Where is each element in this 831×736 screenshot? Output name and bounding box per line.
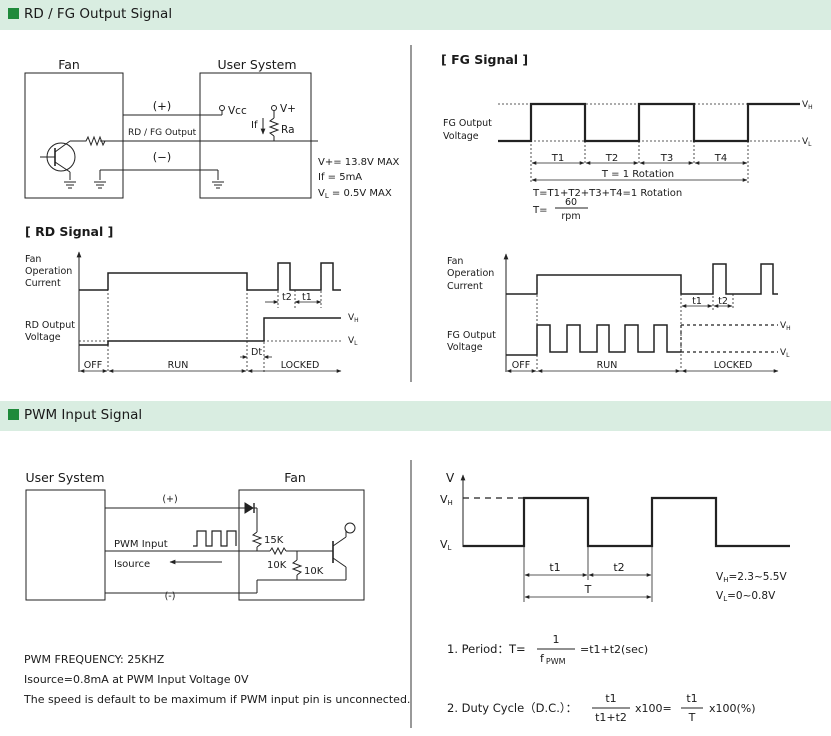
duty-mid: x100= <box>635 702 672 715</box>
fg-timing-locked: LOCKED <box>714 360 753 371</box>
pwm-fan-box <box>238 489 365 601</box>
rd-voltage-label: RD Output Voltage <box>25 320 78 343</box>
rd-current-label: Fan Operation Current <box>25 254 75 289</box>
section-title-rd-fg: RD / FG Output Signal <box>24 6 173 22</box>
fan-box <box>24 72 124 199</box>
fg-waveform <box>498 102 800 209</box>
fg-equation-1: T=T1+T2+T3+T4=1 Rotation <box>532 188 682 199</box>
pwm-vh-label: VH <box>440 493 453 507</box>
pwm-v-axis-label: V <box>446 471 455 485</box>
fg-vh-label: VH <box>802 100 813 111</box>
pwm-vl-label: VL <box>440 538 452 552</box>
pwm-plus-label: (+) <box>162 494 177 505</box>
rdfg-minus-label: (−) <box>153 150 172 164</box>
spec-vl: VL = 0.5V MAX <box>318 188 392 200</box>
fg-period-t4: T4 <box>714 153 727 164</box>
fg-timing-waveforms <box>503 253 779 373</box>
fg-timing-t2: t2 <box>718 296 728 307</box>
rd-vh-label: VH <box>348 313 359 324</box>
pwm-t2-label: t2 <box>613 561 624 574</box>
rd-run-label: RUN <box>168 360 189 371</box>
duty-numerator-2: t1 <box>686 692 697 705</box>
pwm-vh-range: VH=2.3~5.5V <box>716 571 787 584</box>
duty-denominator-2: T <box>688 711 696 724</box>
pwm-T-label: T <box>584 583 592 596</box>
fg-vl-label: VL <box>802 137 812 148</box>
rd-t2-label: t2 <box>282 292 292 303</box>
pwm-fan-label: Fan <box>284 470 306 485</box>
pwm-circuit <box>25 489 365 601</box>
rdfg-plus-label: (+) <box>153 99 172 113</box>
fg-signal-title: [ FG Signal ] <box>441 52 528 67</box>
duty-rhs: x100(%) <box>709 702 756 715</box>
section-marker-icon <box>8 8 19 19</box>
fg-period-t3: T3 <box>660 153 673 164</box>
if-label: If <box>251 120 258 131</box>
rdfg-user-system-label: User System <box>217 57 296 72</box>
rd-signal-title: [ RD Signal ] <box>25 224 113 239</box>
pwm-user-system-label: User System <box>25 470 104 485</box>
period-numerator: 1 <box>553 633 560 646</box>
fg-period-t2: T2 <box>605 153 618 164</box>
ra-label: Ra <box>281 124 295 136</box>
pwm-t1-label: t1 <box>549 561 560 574</box>
period-rhs: =t1+t2(sec) <box>580 643 648 656</box>
fg-rotation-label: T = 1 Rotation <box>601 169 674 180</box>
fg-timing-voltage-label: FG Output Voltage <box>447 330 499 353</box>
fg-period-t1: T1 <box>551 153 564 164</box>
fg-current-label: Fan Operation Current <box>447 256 497 292</box>
pwm-vl-range: VL=0~0.8V <box>716 590 776 603</box>
rd-fg-output-line-label: RD / FG Output <box>128 128 197 138</box>
pwm-minus-label: (-) <box>165 591 176 602</box>
section-header-pwm: PWM Input Signal <box>0 401 831 431</box>
rd-locked-label: LOCKED <box>281 360 320 371</box>
fg-equation-2-den: rpm <box>561 211 580 222</box>
fg-timing-vh: VH <box>780 321 791 332</box>
fg-equation-2-num: 60 <box>565 197 577 208</box>
formula-fraction-bars <box>537 648 703 709</box>
resistor-10k-b-label: 10K <box>304 566 324 577</box>
pwm-user-system-box <box>25 489 106 601</box>
fg-timing-vl: VL <box>780 348 790 359</box>
rdfg-circuit <box>24 72 318 199</box>
duty-numerator-1: t1 <box>605 692 616 705</box>
vplus-label: V+ <box>280 103 296 115</box>
vcc-label: Vcc <box>228 105 247 117</box>
fg-timing-off: OFF <box>512 360 530 371</box>
duty-cycle-label: 2. Duty Cycle（D.C.）： <box>447 701 577 715</box>
pwm-input-label: PWM Input <box>114 539 168 550</box>
rd-dt-label: Dt <box>251 347 262 358</box>
spec-vplus: V+= 13.8V MAX <box>318 157 400 168</box>
user-system-box <box>199 72 312 199</box>
fg-timing-t1: t1 <box>692 296 702 307</box>
fg-equation-2-lhs: T= <box>532 205 548 216</box>
pwm-note-default: The speed is default to be maximum if PW… <box>23 693 410 706</box>
spec-if: If = 5mA <box>318 172 362 183</box>
section-header-rd-fg: RD / FG Output Signal <box>0 0 831 30</box>
section-title-pwm: PWM Input Signal <box>24 407 143 423</box>
rd-vl-label: VL <box>348 336 358 347</box>
isource-label: Isource <box>114 559 150 570</box>
rd-t1-label: t1 <box>302 292 312 303</box>
pwm-waveform <box>460 474 790 602</box>
rd-waveforms <box>76 251 342 373</box>
duty-denominator-1: t1+t2 <box>595 711 627 724</box>
section-marker-icon <box>8 409 19 420</box>
pwm-note-isource: Isource=0.8mA at PWM Input Voltage 0V <box>24 673 249 686</box>
fg-voltage-label: FG Output Voltage <box>443 118 495 142</box>
rdfg-fan-label: Fan <box>58 57 80 72</box>
resistor-10k-a-label: 10K <box>267 560 287 571</box>
resistor-15k-label: 15K <box>264 535 284 546</box>
period-label: 1. Period：T= <box>447 642 526 656</box>
rd-off-label: OFF <box>84 360 102 371</box>
pwm-note-frequency: PWM FREQUENCY: 25KHZ <box>24 653 165 666</box>
fg-timing-run: RUN <box>597 360 618 371</box>
